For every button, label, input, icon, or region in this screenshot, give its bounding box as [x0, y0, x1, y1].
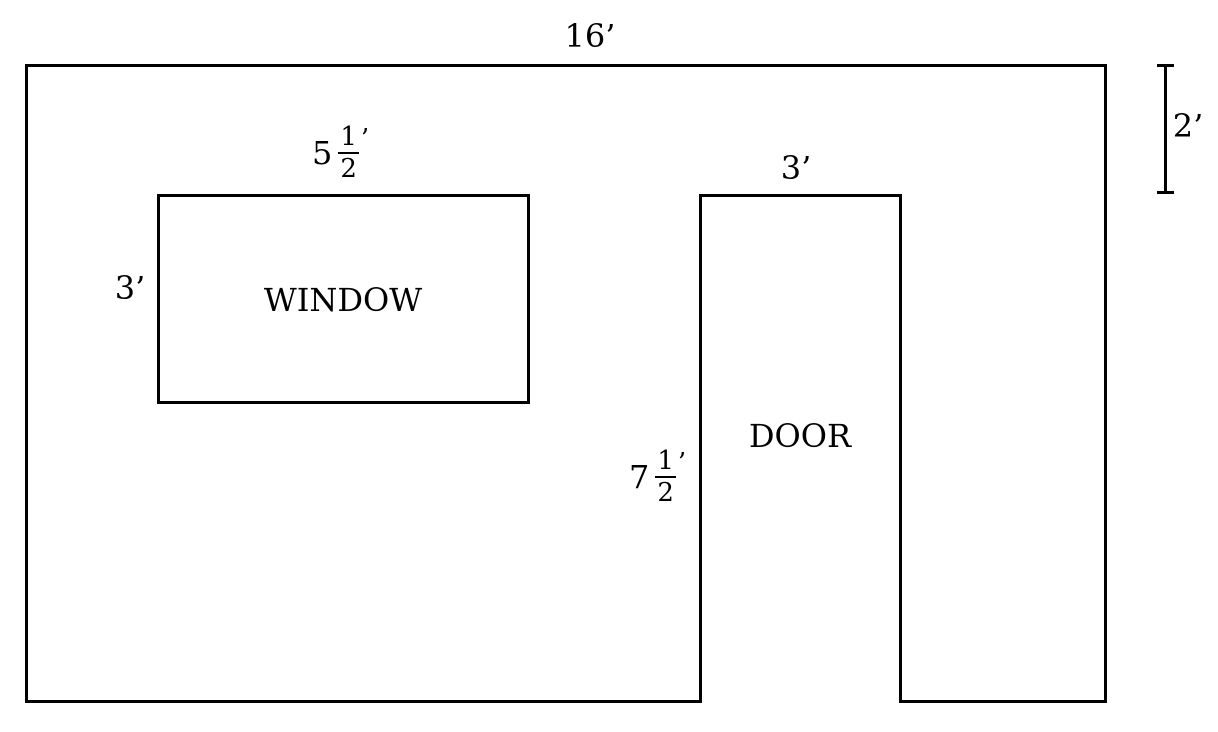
- door-height-whole: 7: [629, 458, 650, 496]
- window-width-label: 5 1 2 ’: [312, 124, 369, 182]
- door-outline: [699, 194, 902, 703]
- window-width-fraction: 1 2: [338, 124, 359, 182]
- door-height-denominator: 2: [657, 478, 674, 508]
- door-height-label: 7 1 2 ’: [629, 448, 686, 506]
- door-height-fraction: 1 2: [655, 448, 676, 506]
- door-width-label: 3’: [780, 149, 812, 187]
- window-outline: [157, 194, 530, 404]
- window-width-numerator: 1: [338, 122, 359, 154]
- wall-width-label: 16’: [564, 17, 616, 55]
- door-height-prime: ’: [677, 448, 687, 478]
- window-name: WINDOW: [263, 281, 423, 319]
- door-name: DOOR: [748, 417, 852, 455]
- door-height-numerator: 1: [655, 446, 676, 478]
- offset-marker-bottom-cap: [1157, 191, 1174, 194]
- window-height-label: 3’: [114, 269, 146, 307]
- offset-marker-top-cap: [1157, 64, 1174, 67]
- offset-marker-line: [1164, 64, 1167, 194]
- window-width-prime: ’: [360, 124, 370, 154]
- window-width-denominator: 2: [340, 154, 357, 184]
- window-width-whole: 5: [312, 134, 333, 172]
- offset-label: 2’: [1172, 107, 1204, 145]
